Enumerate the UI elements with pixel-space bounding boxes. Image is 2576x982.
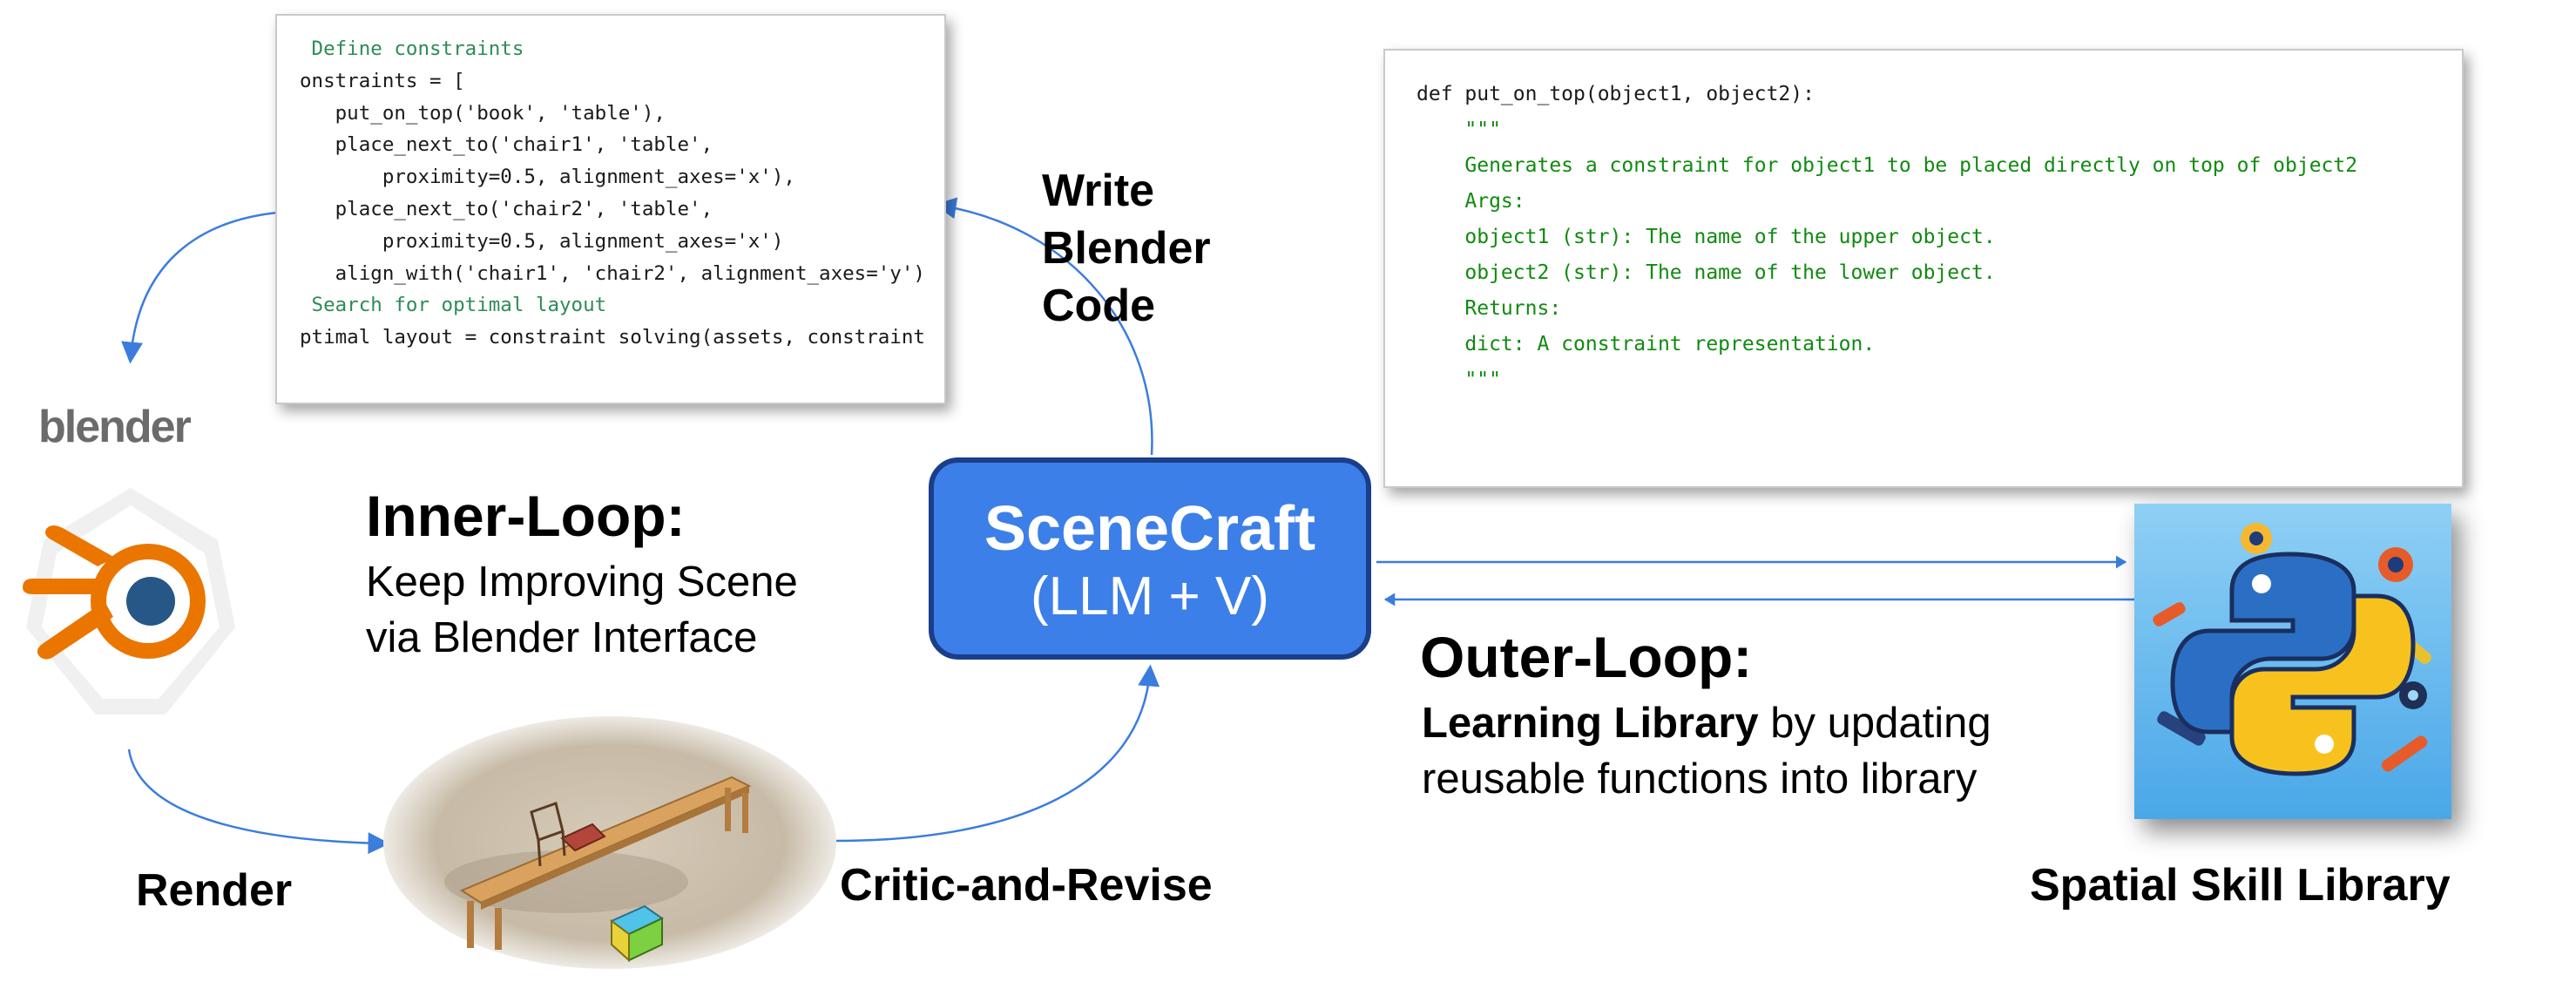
arrow-code-to-blender: [121, 210, 288, 364]
code-line: ptimal layout = constraint solving(asset…: [300, 326, 925, 349]
scenecraft-title: SceneCraft: [984, 494, 1316, 564]
outer-loop-title: Outer-Loop:: [1420, 625, 1753, 689]
outer-loop-desc-2: reusable functions into library: [1422, 755, 1978, 803]
render-label: Render: [136, 865, 293, 916]
code-line: place_next_to('chair1', 'table',: [300, 133, 713, 157]
code-line: dict: A constraint representation.: [1416, 333, 1876, 356]
outer-loop-desc-1: Learning Library by updating: [1422, 699, 1991, 748]
code-line: object2 (str): The name of the lower obj…: [1416, 261, 1996, 284]
code-line: def put_on_top(object1, object2):: [1416, 83, 1815, 105]
code-line: """: [1416, 119, 1501, 141]
code-line: proximity=0.5, alignment_axes='x'),: [300, 166, 795, 189]
code-line: onstraints = [: [300, 69, 465, 92]
python-logo-art: [2134, 504, 2451, 819]
arrow-render-to-scenecraft: [835, 664, 1160, 843]
code-line: Args:: [1416, 190, 1525, 213]
blender-logo: blender: [17, 401, 244, 732]
code-line: place_next_to('chair2', 'table',: [300, 197, 713, 220]
code-panel-constraints: Define constraints onstraints = [ put_on…: [275, 14, 946, 404]
python-skill-library-icon: [2134, 504, 2451, 819]
code-line: """: [1416, 369, 1501, 391]
outer-loop-rest-text: by updating: [1758, 700, 1991, 747]
code-panel-put-on-top: def put_on_top(object1, object2): """ Ge…: [1383, 49, 2464, 488]
outer-loop-bold-text: Learning Library: [1422, 700, 1759, 747]
critic-and-revise-label: Critic-and-Revise: [840, 860, 1213, 911]
render-art: [383, 716, 836, 969]
code-line: Define constraints: [300, 37, 524, 60]
code-line: put_on_top('book', 'table'),: [300, 101, 666, 125]
code-line: proximity=0.5, alignment_axes='x'): [300, 229, 784, 253]
code-line: align_with('chair1', 'chair2', alignment…: [300, 261, 925, 285]
arrow-blender-to-render: [127, 748, 390, 855]
spatial-skill-library-label: Spatial Skill Library: [2030, 860, 2451, 911]
rendered-scene-image: [383, 716, 836, 969]
blender-logo-icon: [23, 488, 235, 714]
inner-loop-title: Inner-Loop:: [366, 484, 686, 548]
write-blender-code-label: Write Blender Code: [1042, 166, 1211, 331]
code-line: Generates a constraint for object1 to be…: [1416, 154, 2358, 177]
blender-wordmark: blender: [38, 402, 192, 452]
scenecraft-box: SceneCraft (LLM + V): [929, 457, 1371, 660]
inner-loop-desc-2: via Blender Interface: [366, 614, 758, 661]
code-line: Search for optimal layout: [300, 294, 607, 317]
arrow-scenecraft-to-code: [934, 197, 1153, 456]
code-line: Returns:: [1416, 297, 1562, 320]
code-line: object1 (str): The name of the upper obj…: [1416, 226, 1996, 248]
scenecraft-subtitle: (LLM + V): [1031, 566, 1269, 626]
inner-loop-desc-1: Keep Improving Scene: [366, 559, 798, 606]
